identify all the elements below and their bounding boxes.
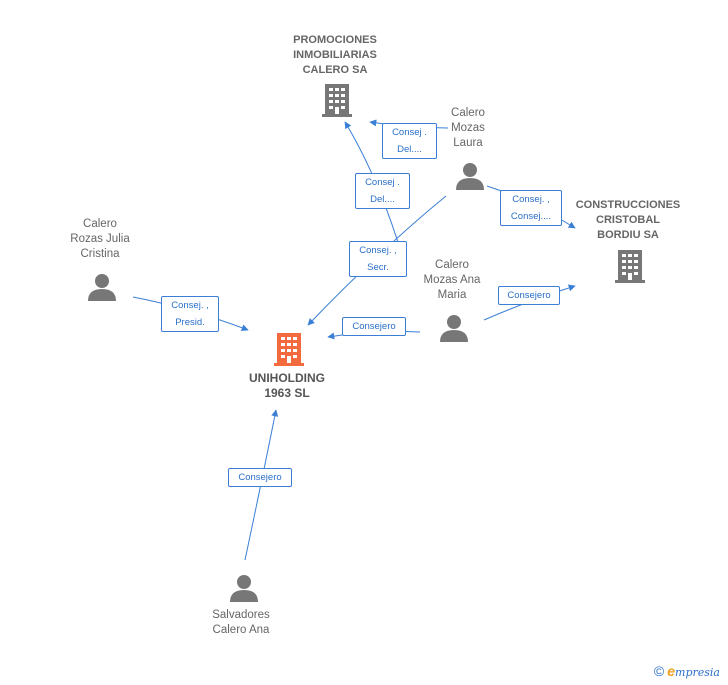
company-label-promociones[interactable]: PROMOCIONES INMOBILIARIAS CALERO SA [293, 34, 377, 76]
person-label-laura[interactable]: Calero Mozas Laura [451, 107, 485, 149]
person-icon[interactable] [88, 274, 116, 301]
edge-label-laura-promociones[interactable]: Consej . Del.... [382, 123, 437, 159]
empresia-logo[interactable]: © empresia [654, 663, 720, 679]
brand-name: mpresia [675, 666, 720, 679]
building-icon[interactable] [322, 84, 352, 118]
building-icon[interactable] [615, 250, 645, 283]
person-label-julia[interactable]: Calero Rozas Julia Cristina [70, 218, 130, 260]
copyright-icon: © [653, 663, 665, 679]
company-label-construcciones[interactable]: CONSTRUCCIONES CRISTOBAL BORDIU SA [575, 199, 681, 241]
company-label-uniholding[interactable]: UNIHOLDING 1963 SL [249, 371, 325, 400]
edge-label-salvadores-uniholding[interactable]: Consejero [228, 468, 292, 487]
edge-label-julia-uniholding[interactable]: Consej. , Presid. [161, 296, 219, 332]
edge-label-anamaria-promociones[interactable]: Consej . Del.... [355, 173, 410, 209]
person-icon[interactable] [230, 575, 258, 602]
edge-label-anamaria-construcciones[interactable]: Consejero [498, 286, 560, 305]
person-icon[interactable] [456, 163, 484, 190]
edge-label-laura-uniholding[interactable]: Consej. , Secr. [349, 241, 407, 277]
person-label-salvadores[interactable]: Salvadores Calero Ana [212, 609, 270, 636]
person-label-anamaria[interactable]: Calero Mozas Ana Maria [423, 259, 481, 301]
edge-label-laura-construcciones[interactable]: Consej. , Consej.... [500, 190, 562, 226]
building-icon[interactable] [274, 333, 304, 366]
person-icon[interactable] [440, 315, 468, 342]
brand-e: e [667, 663, 676, 679]
edge-label-anamaria-uniholding[interactable]: Consejero [342, 317, 406, 336]
